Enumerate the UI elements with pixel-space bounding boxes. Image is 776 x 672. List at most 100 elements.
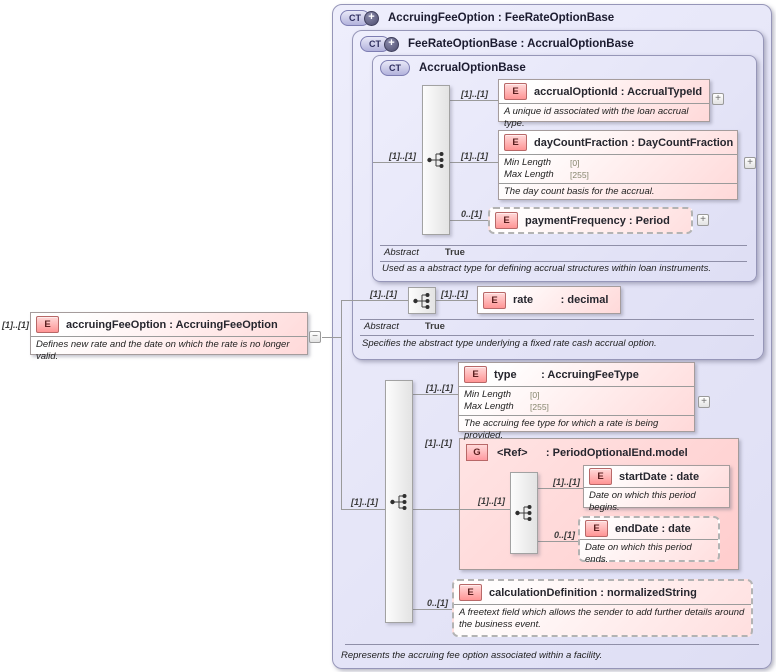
- cardinality-label: [1]..[1]: [389, 151, 416, 161]
- facet-value: [255]: [530, 401, 549, 412]
- element-title: type : AccruingFeeType: [494, 368, 639, 381]
- element-icon: E: [589, 468, 612, 485]
- complex-type-derived-icon: CT+: [340, 10, 379, 26]
- cardinality-label: 0..[1]: [554, 530, 576, 540]
- connector-line: [341, 300, 408, 301]
- facet-value: [0]: [570, 158, 580, 168]
- cardinality-label: [1]..[1]: [441, 289, 468, 299]
- connector-line: [538, 541, 578, 542]
- connector-line: [450, 100, 498, 101]
- abstract-value: True: [424, 321, 445, 332]
- element-icon: E: [483, 291, 506, 309]
- abstract-value: True: [444, 247, 465, 258]
- connector-line: [450, 162, 498, 163]
- element-startdate[interactable]: E startDate : date Date on which this pe…: [583, 465, 730, 513]
- element-icon: E: [585, 520, 608, 537]
- connector-line: [450, 220, 488, 221]
- facet-list: Min Length [0] Max Length [255]: [459, 386, 694, 415]
- expand-toggle[interactable]: +: [698, 396, 710, 408]
- complextype-header[interactable]: CT+ AccruingFeeOption : FeeRateOptionBas…: [340, 10, 614, 26]
- element-title: accruingFeeOption : AccruingFeeOption: [66, 318, 278, 331]
- sequence-icon: [427, 152, 444, 168]
- cardinality-label: [1]..[1]: [425, 438, 452, 448]
- element-title: accrualOptionId : AccrualTypeId: [534, 85, 703, 98]
- element-accrualoptionid[interactable]: E accrualOptionId : AccrualTypeId A uniq…: [498, 79, 710, 129]
- facet-label: Max Length: [464, 400, 514, 412]
- connector-line: [373, 162, 422, 163]
- abstract-row: Abstract True: [380, 245, 747, 262]
- element-annotation: The accruing fee type for which a rate i…: [459, 414, 694, 445]
- cardinality-label: [1]..[1]: [351, 497, 378, 507]
- plus-icon: +: [364, 10, 379, 26]
- facet-label: Min Length: [464, 389, 512, 400]
- expand-toggle[interactable]: +: [712, 93, 724, 105]
- element-title: dayCountFraction : DayCountFraction: [534, 136, 734, 149]
- cardinality-label: [1]..[1]: [553, 477, 580, 487]
- facet-list: Min Length[0] Max Length[255]: [499, 154, 737, 183]
- sequence-icon: [515, 505, 532, 521]
- element-icon: E: [495, 212, 518, 229]
- complextype-annotation: Specifies the abstract type underlying a…: [362, 338, 657, 349]
- sequence-icon: [413, 292, 430, 309]
- element-icon: E: [464, 366, 487, 383]
- element-paymentfrequency[interactable]: E paymentFrequency : Period: [488, 207, 693, 234]
- complex-type-derived-icon: CT+: [360, 36, 399, 52]
- abstract-label: Abstract: [364, 321, 399, 332]
- facet-label: Min Length: [504, 157, 552, 168]
- connector-line: [413, 609, 452, 610]
- connector-line: [436, 300, 477, 301]
- divider: [345, 644, 759, 645]
- cardinality-label: [1]..[1]: [2, 320, 29, 330]
- complextype-title: AccruingFeeOption : FeeRateOptionBase: [388, 12, 615, 24]
- complextype-annotation: Used as a abstract type for defining acc…: [382, 263, 711, 274]
- plus-icon: +: [384, 36, 399, 52]
- sequence-compositor[interactable]: [408, 287, 436, 314]
- sequence-compositor[interactable]: [385, 380, 413, 623]
- cardinality-label: 0..[1]: [427, 598, 449, 608]
- element-annotation: Date on which this period begins.: [584, 487, 729, 517]
- cardinality-label: 0..[1]: [461, 209, 483, 219]
- element-annotation: The day count basis for the accrual.: [499, 182, 737, 200]
- element-annotation: A unique id associated with the loan acc…: [499, 103, 709, 133]
- element-annotation: Defines new rate and the date on which t…: [31, 336, 307, 366]
- complextype-header[interactable]: CT+ FeeRateOptionBase : AccrualOptionBas…: [360, 36, 634, 52]
- complextype-title: AccrualOptionBase: [419, 62, 526, 74]
- element-icon: E: [459, 584, 482, 601]
- collapse-toggle[interactable]: −: [309, 331, 321, 343]
- complextype-title: FeeRateOptionBase : AccrualOptionBase: [408, 38, 634, 50]
- abstract-label: Abstract: [384, 247, 419, 258]
- connector-line: [413, 509, 510, 510]
- element-icon: E: [504, 134, 527, 151]
- connector-line: [538, 488, 583, 489]
- group-icon: G: [466, 444, 488, 461]
- element-title: rate : decimal: [513, 294, 609, 306]
- element-type[interactable]: E type : AccruingFeeType Min Length [0] M…: [458, 362, 695, 441]
- element-title: calculationDefinition : normalizedString: [489, 586, 697, 599]
- sequence-compositor[interactable]: [510, 472, 538, 554]
- complextype-annotation: Represents the accruing fee option assoc…: [341, 650, 603, 661]
- sequence-compositor[interactable]: [422, 85, 450, 235]
- element-accruingfeeoption[interactable]: E accruingFeeOption : AccruingFeeOption …: [30, 312, 308, 362]
- cardinality-label: [1]..[1]: [370, 289, 397, 299]
- facet-value: [0]: [530, 390, 540, 400]
- connector-line: [341, 509, 385, 510]
- complextype-header[interactable]: CT AccrualOptionBase: [380, 60, 526, 76]
- element-icon: E: [36, 316, 59, 333]
- element-daycountfraction[interactable]: E dayCountFraction : DayCountFraction Mi…: [498, 130, 738, 200]
- element-annotation: Date on which this period ends.: [580, 539, 718, 569]
- abstract-row: Abstract True: [360, 319, 754, 336]
- complex-type-icon: CT: [380, 60, 410, 76]
- cardinality-label: [1]..[1]: [478, 496, 505, 506]
- connector-line: [341, 300, 342, 509]
- expand-toggle[interactable]: +: [697, 214, 709, 226]
- element-icon: E: [504, 83, 527, 100]
- expand-toggle[interactable]: +: [744, 157, 756, 169]
- connector-line: [322, 337, 342, 338]
- cardinality-label: [1]..[1]: [426, 383, 453, 393]
- element-calculationdefinition[interactable]: E calculationDefinition : normalizedStri…: [452, 579, 753, 637]
- element-title: paymentFrequency : Period: [525, 214, 670, 227]
- element-rate[interactable]: E rate : decimal: [477, 286, 621, 314]
- element-title: startDate : date: [619, 470, 700, 483]
- element-enddate[interactable]: E endDate : date Date on which this peri…: [578, 516, 720, 565]
